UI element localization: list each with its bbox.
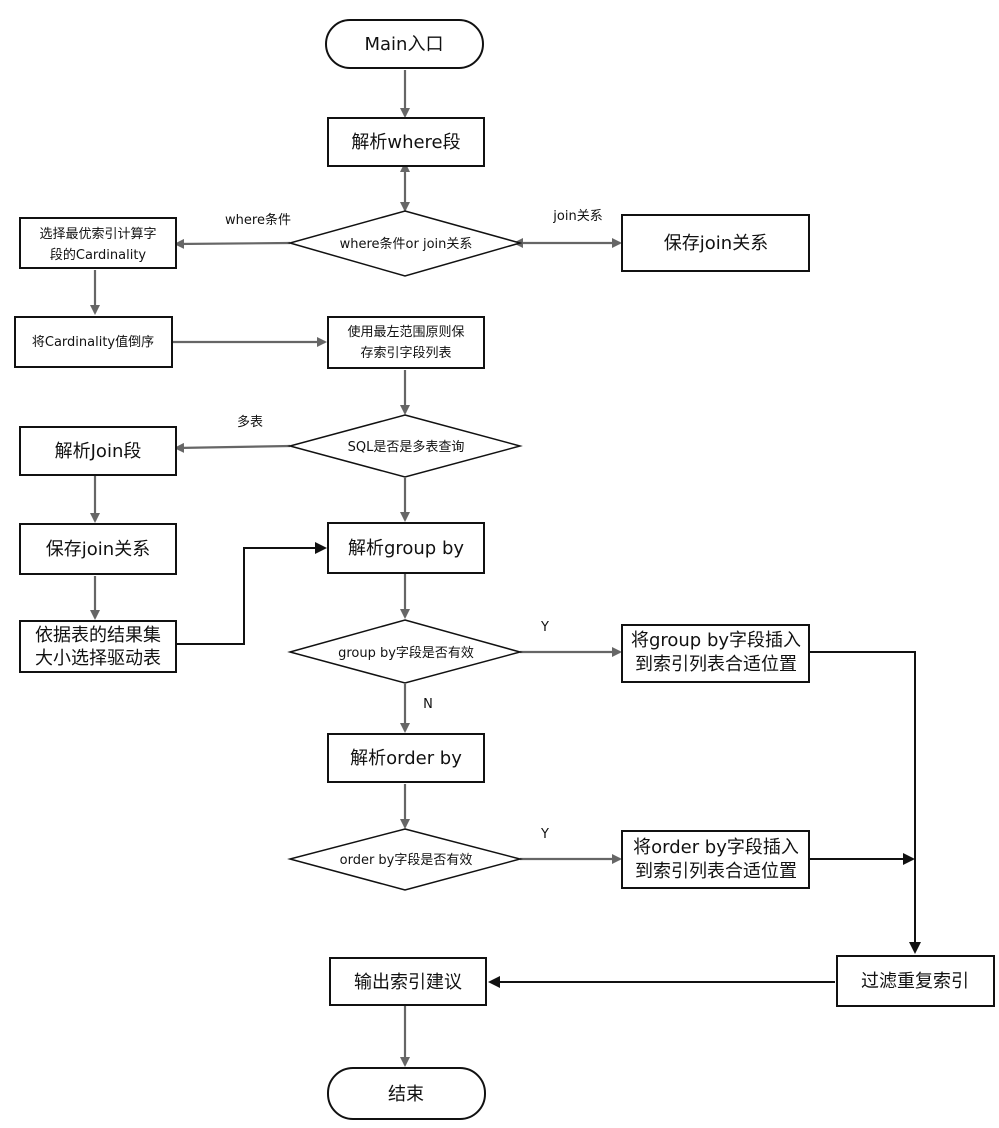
save-join-box-left: 保存join关系 <box>19 523 177 575</box>
edge-multitable-to-parse-join <box>174 442 291 453</box>
leftmost-range-line-1: 使用最左范围原则保 <box>347 324 464 340</box>
leftmost-range-box: 使用最左范围原则保 存索引字段列表 <box>327 316 485 369</box>
where-or-join-label: where条件or join关系 <box>340 236 473 252</box>
order-by-valid-label: order by字段是否有效 <box>340 853 473 868</box>
label-group-no: N <box>423 697 433 712</box>
group-by-valid-decision: group by字段是否有效 <box>287 619 523 684</box>
parse-group-by-label: 解析group by <box>348 538 464 559</box>
output-suggestion-box: 输出索引建议 <box>329 957 487 1006</box>
main-entry-label: Main入口 <box>365 34 444 55</box>
select-best-index-line-1: 选择最优索引计算字 <box>39 227 156 242</box>
label-multi-table: 多表 <box>237 414 263 430</box>
filter-duplicates-box: 过滤重复索引 <box>836 955 995 1007</box>
filter-duplicates-label: 过滤重复索引 <box>861 971 969 992</box>
end-terminal: 结束 <box>327 1067 486 1120</box>
insert-order-by-line-1: 将order by字段插入 <box>633 837 799 858</box>
edge-insert-group-to-filter <box>810 651 921 954</box>
insert-group-by-line-1: 将group by字段插入 <box>631 630 801 651</box>
order-by-valid-decision: order by字段是否有效 <box>287 828 523 891</box>
insert-order-by-box: 将order by字段插入 到索引列表合适位置 <box>621 830 810 889</box>
sort-cardinality-label: 将Cardinality值倒序 <box>32 334 154 350</box>
group-by-valid-label: group by字段是否有效 <box>338 646 474 661</box>
select-best-index-box: 选择最优索引计算字 段的Cardinality <box>19 217 177 269</box>
label-where-condition: where条件 <box>225 212 291 228</box>
where-or-join-decision: where条件or join关系 <box>287 210 523 277</box>
edge-decision-to-where-condition <box>174 238 291 249</box>
label-group-yes: Y <box>540 620 549 635</box>
driver-table-box: 依据表的结果集 大小选择驱动表 <box>19 620 177 673</box>
edge-driver-to-group-by <box>176 542 327 645</box>
multi-table-label: SQL是否是多表查询 <box>348 439 465 455</box>
driver-table-line-2: 大小选择驱动表 <box>35 648 161 669</box>
label-join-relation: join关系 <box>552 209 602 224</box>
parse-join-label: 解析Join段 <box>55 441 142 462</box>
sort-cardinality-box: 将Cardinality值倒序 <box>14 316 173 368</box>
leftmost-range-line-2: 存索引字段列表 <box>360 346 451 361</box>
edges <box>90 70 921 1067</box>
insert-order-by-line-2: 到索引列表合适位置 <box>635 861 797 882</box>
parse-order-by-box: 解析order by <box>327 733 485 783</box>
main-entry-terminal: Main入口 <box>325 19 484 69</box>
select-best-index-line-2: 段的Cardinality <box>50 247 147 263</box>
multi-table-decision: SQL是否是多表查询 <box>287 414 523 478</box>
end-label: 结束 <box>388 1084 424 1105</box>
save-join-top-label: 保存join关系 <box>664 233 768 254</box>
save-join-box-top: 保存join关系 <box>621 214 810 272</box>
parse-where-label: 解析where段 <box>351 132 460 153</box>
driver-table-line-1: 依据表的结果集 <box>35 625 161 646</box>
insert-group-by-line-2: 到索引列表合适位置 <box>635 654 797 675</box>
save-join-left-label: 保存join关系 <box>46 539 150 560</box>
output-suggestion-label: 输出索引建议 <box>354 972 462 993</box>
insert-group-by-box: 将group by字段插入 到索引列表合适位置 <box>621 624 810 683</box>
parse-order-by-label: 解析order by <box>350 748 462 769</box>
parse-join-box: 解析Join段 <box>19 426 177 476</box>
parse-group-by-box: 解析group by <box>327 522 485 574</box>
label-order-yes: Y <box>540 827 549 842</box>
parse-where-box: 解析where段 <box>327 117 485 167</box>
